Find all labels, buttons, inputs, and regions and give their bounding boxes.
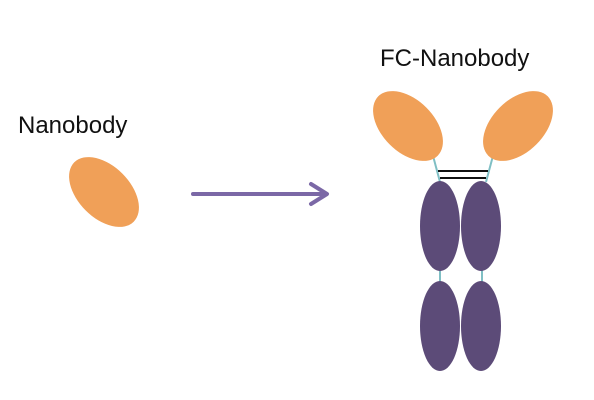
nanobody-label: Nanobody bbox=[18, 112, 127, 139]
arrow-head bbox=[309, 182, 329, 206]
fc-domain-right-lower bbox=[461, 281, 501, 371]
fc-nanobody-construct bbox=[373, 91, 553, 371]
nanobody-arm-left bbox=[373, 91, 443, 161]
fc-nanobody-label: FC-Nanobody bbox=[380, 45, 529, 72]
fc-domain-left-upper bbox=[420, 181, 460, 271]
conversion-arrow bbox=[191, 182, 329, 206]
single-nanobody-domain bbox=[69, 157, 139, 227]
nanobody-arm-right bbox=[483, 91, 553, 161]
fc-domain-right-upper bbox=[461, 181, 501, 271]
fc-domain-left-lower bbox=[420, 281, 460, 371]
